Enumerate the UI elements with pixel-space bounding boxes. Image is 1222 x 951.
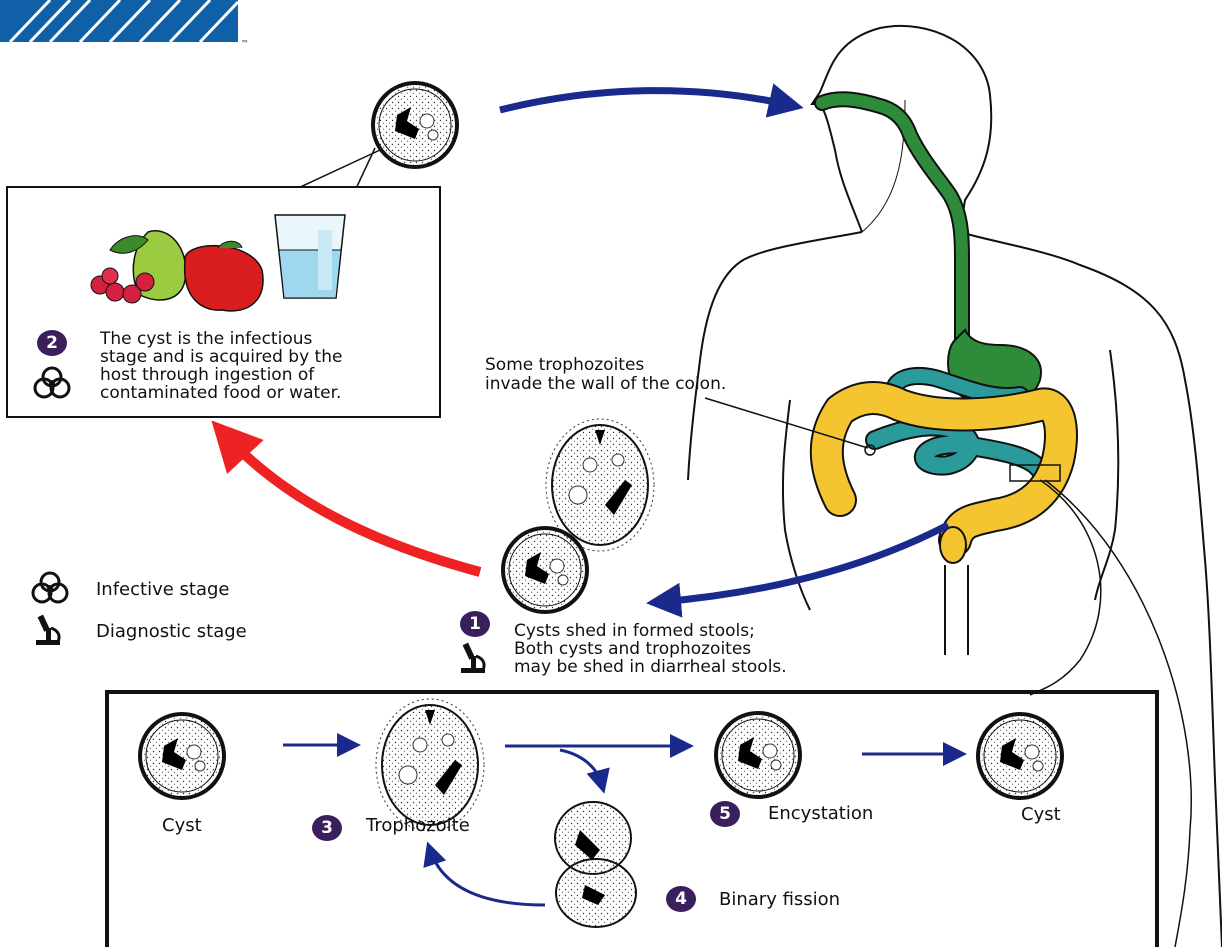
legend-diagnostic: Diagnostic stage [96, 621, 247, 642]
cyst-left [140, 714, 224, 798]
shedding-arrow [660, 525, 948, 602]
cyst-ingested [373, 83, 457, 167]
microscope-icon [36, 615, 60, 645]
label-cyst-right: Cyst [1021, 804, 1061, 825]
arrow-troph-to-fission [560, 750, 602, 785]
label-cyst-left: Cyst [162, 815, 202, 836]
trademark: ™ [241, 34, 249, 53]
infection-text-line-4: contaminated food or water. [100, 384, 341, 403]
label-encystation: Encystation [768, 803, 873, 824]
step-4-badge: 4 [666, 886, 696, 912]
colon-note-line-1: Some trophozoites [485, 356, 644, 375]
cyst-right [978, 714, 1062, 798]
label-binary-fission: Binary fission [719, 889, 840, 910]
water-glass-icon [275, 215, 345, 298]
microscope-icon [461, 643, 485, 673]
shed-text-line-3: may be shed in diarrheal stools. [514, 658, 787, 677]
label-trophozoite: Trophozoite [366, 815, 470, 836]
step-1-badge: 1 [460, 611, 490, 637]
infective-return-arrow [225, 435, 480, 572]
biohazard-icon [33, 573, 67, 602]
legend-infective: Infective stage [96, 579, 230, 600]
digestive-tract [822, 99, 1061, 563]
arrow-fission-to-troph [430, 850, 545, 905]
step-2-badge: 2 [37, 330, 67, 356]
trophozoite-center [376, 699, 484, 831]
cyst-shed [503, 528, 587, 612]
cdc-logo [0, 0, 238, 42]
step-3-badge: 3 [312, 815, 342, 841]
ingestion-arrow [500, 91, 790, 110]
step-5-badge: 5 [710, 801, 740, 827]
cyst-encysting [716, 713, 800, 797]
binary-fission-cell [555, 802, 636, 927]
colon-note-line-2: invade the wall of the colon. [485, 375, 726, 394]
